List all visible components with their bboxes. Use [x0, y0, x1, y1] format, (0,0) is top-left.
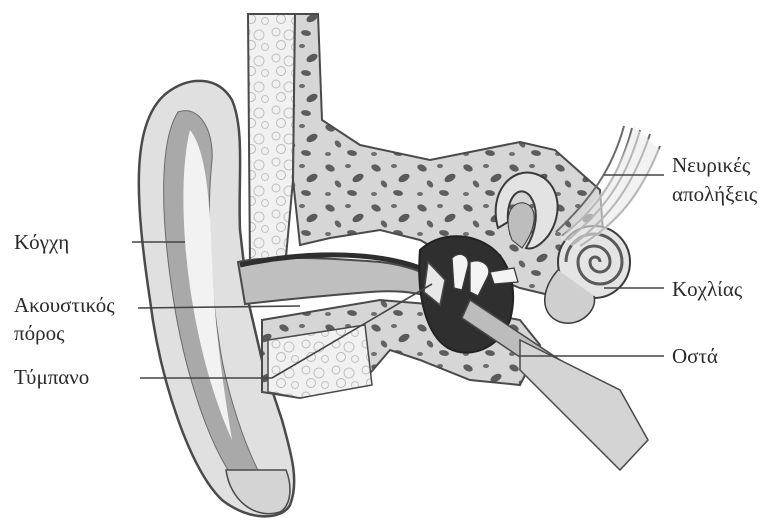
label-ear-canal-line2: πόρος: [14, 320, 64, 346]
label-eardrum: Τύμπανο: [14, 364, 89, 390]
label-nerve-endings-line2: απολήξεις: [672, 181, 757, 207]
label-nerve-endings-line1: Νευρικές: [672, 152, 750, 178]
label-pinna: Κόγχη: [14, 229, 69, 255]
label-ear-canal-line1: Ακουστικός: [14, 292, 115, 318]
label-cochlea: Κοχλίας: [672, 276, 742, 302]
skull-column-left: [248, 14, 295, 270]
tube-extension: [520, 340, 648, 470]
label-bones: Οστά: [672, 343, 718, 369]
